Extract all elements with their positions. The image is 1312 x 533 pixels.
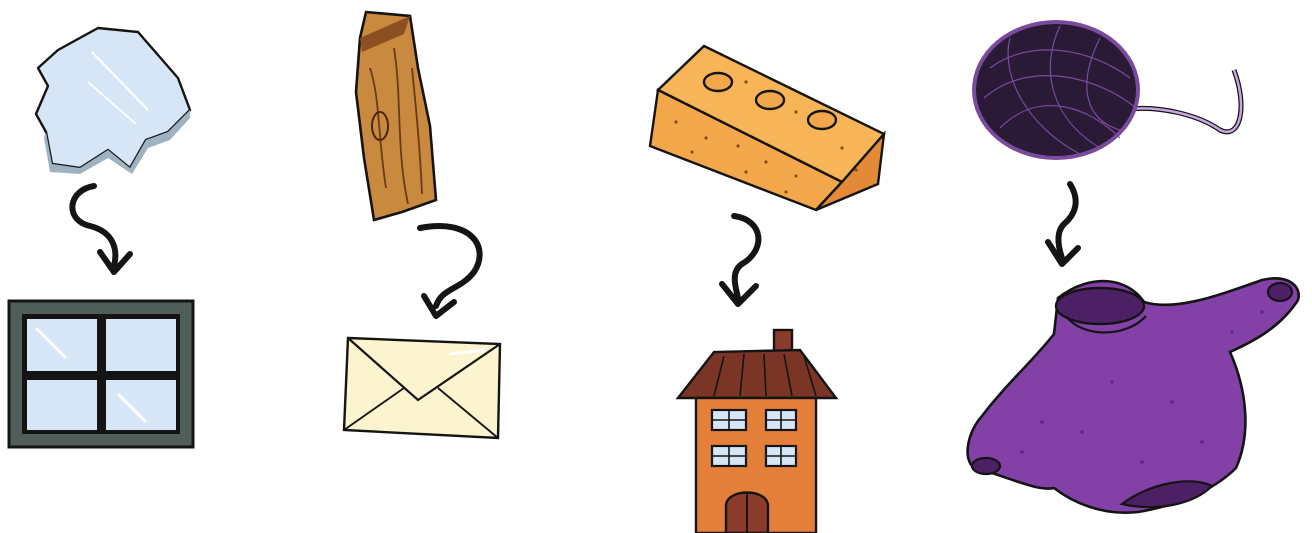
wood-plank-icon xyxy=(350,8,440,224)
curved-down-arrow-icon xyxy=(712,210,782,310)
curved-down-arrow-icon xyxy=(60,180,140,280)
brick-icon xyxy=(646,42,890,214)
glass-shard-icon xyxy=(28,22,198,174)
window-icon xyxy=(6,298,196,450)
sweater-icon xyxy=(962,272,1310,526)
curved-down-arrow-icon xyxy=(1036,178,1106,274)
yarn-ball-icon xyxy=(970,18,1260,168)
curved-down-arrow-icon xyxy=(412,218,502,324)
house-icon xyxy=(674,326,840,533)
envelope-icon xyxy=(338,330,508,442)
